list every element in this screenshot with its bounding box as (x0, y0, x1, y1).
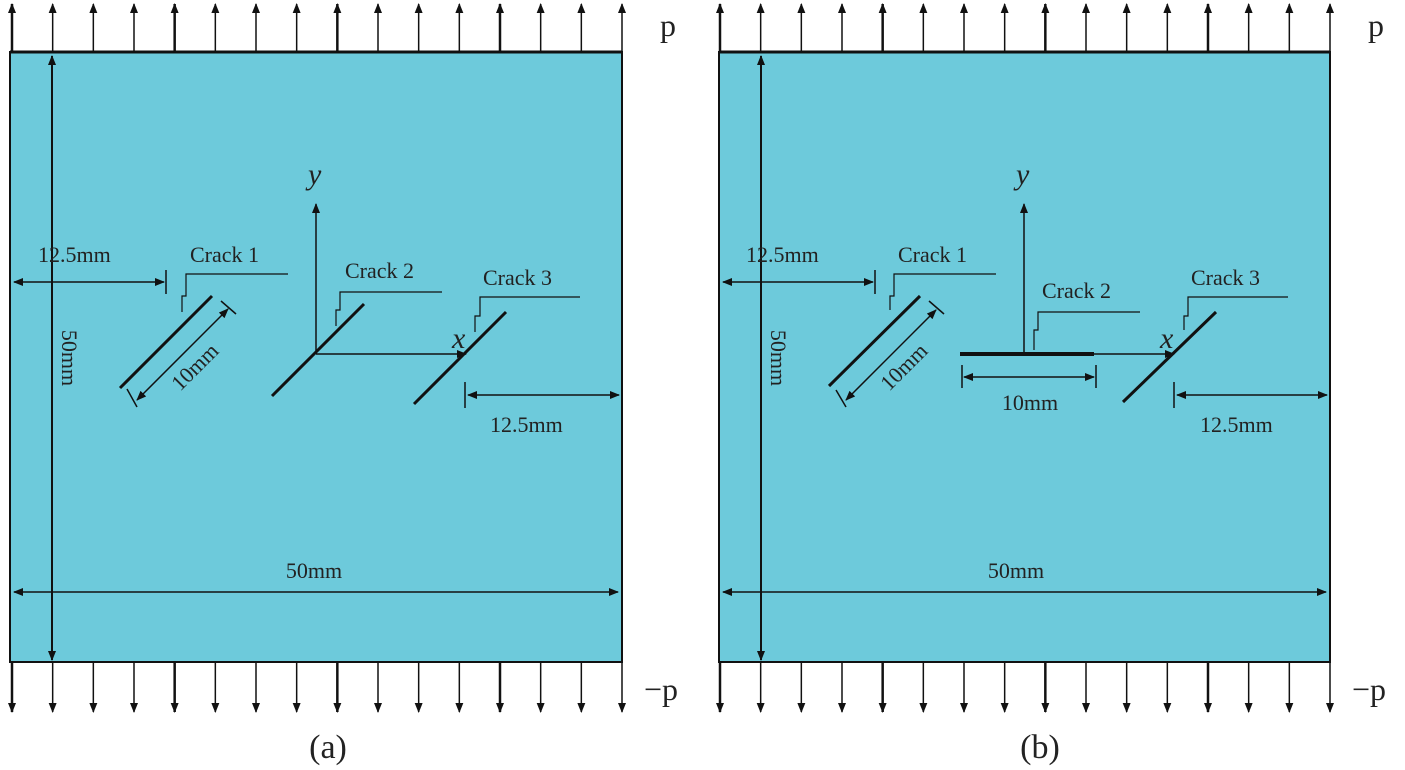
left-offset-label-a: 12.5mm (38, 242, 111, 267)
width-dimension-label-b: 50mm (988, 558, 1044, 583)
crack-2-label-b: Crack 2 (1042, 278, 1111, 303)
crack-2-leader-a (335, 291, 442, 326)
plate-b (718, 51, 1331, 663)
panel-a: 50mm 50mm 12.5mm 12.5mm y x 10mm Crack 1… (7, 3, 678, 766)
right-offset-label-b: 12.5mm (1200, 412, 1273, 437)
x-axis-label-a: x (451, 322, 466, 355)
panel-caption-a: (a) (309, 729, 347, 766)
crack-1-label-a: Crack 1 (190, 242, 259, 267)
crack-2-a (270, 302, 366, 398)
x-axis-label-b: x (1159, 322, 1174, 355)
crack-1-leader-a (181, 273, 288, 312)
crack-3-leader-b (1183, 296, 1288, 330)
crack-1-length-dimension-line-b (845, 309, 937, 401)
crack-3-leader-a (474, 296, 580, 332)
crack-3-label-a: Crack 3 (483, 265, 552, 290)
top-load-arrows-b (716, 3, 1334, 52)
panel-caption-b: (b) (1020, 729, 1060, 766)
crack-2-leader-b (1033, 311, 1140, 350)
right-offset-label-a: 12.5mm (490, 412, 563, 437)
crack-length-dimension-line-a (136, 308, 229, 401)
top-load-arrows-a (7, 3, 626, 52)
crack-length-tick-start-a (126, 388, 138, 408)
bottom-load-label-a: −p (644, 671, 678, 707)
left-offset-label-b: 12.5mm (746, 242, 819, 267)
height-dimension-label-b: 50mm (766, 330, 791, 386)
bottom-load-label-b: −p (1352, 671, 1386, 707)
y-axis-label-b: y (1013, 158, 1030, 191)
crack-3-b (1121, 310, 1218, 404)
crack-2-length-label-b: 10mm (1002, 390, 1058, 415)
crack-3-a (412, 310, 508, 406)
crack-3-label-b: Crack 3 (1191, 265, 1260, 290)
crack-1-leader-b (889, 273, 996, 310)
crack-1-length-tick-start-b (835, 389, 847, 408)
crack-1-label-b: Crack 1 (898, 242, 967, 267)
bottom-load-arrows-a (8, 662, 626, 713)
y-axis-label-a: y (305, 158, 322, 191)
plate-a (9, 51, 623, 663)
height-dimension-label-a: 50mm (57, 330, 82, 386)
top-load-label-b: p (1368, 7, 1384, 43)
width-dimension-label-a: 50mm (286, 558, 342, 583)
top-load-label-a: p (660, 7, 676, 43)
bottom-load-arrows-b (716, 662, 1334, 713)
crack-2-label-a: Crack 2 (345, 258, 414, 283)
crack-1-length-tick-end-b (928, 300, 945, 315)
panel-b: 50mm 50mm 12.5mm 12.5mm y x 10mm 10mm (716, 3, 1386, 766)
crack-length-tick-end-a (220, 300, 237, 315)
